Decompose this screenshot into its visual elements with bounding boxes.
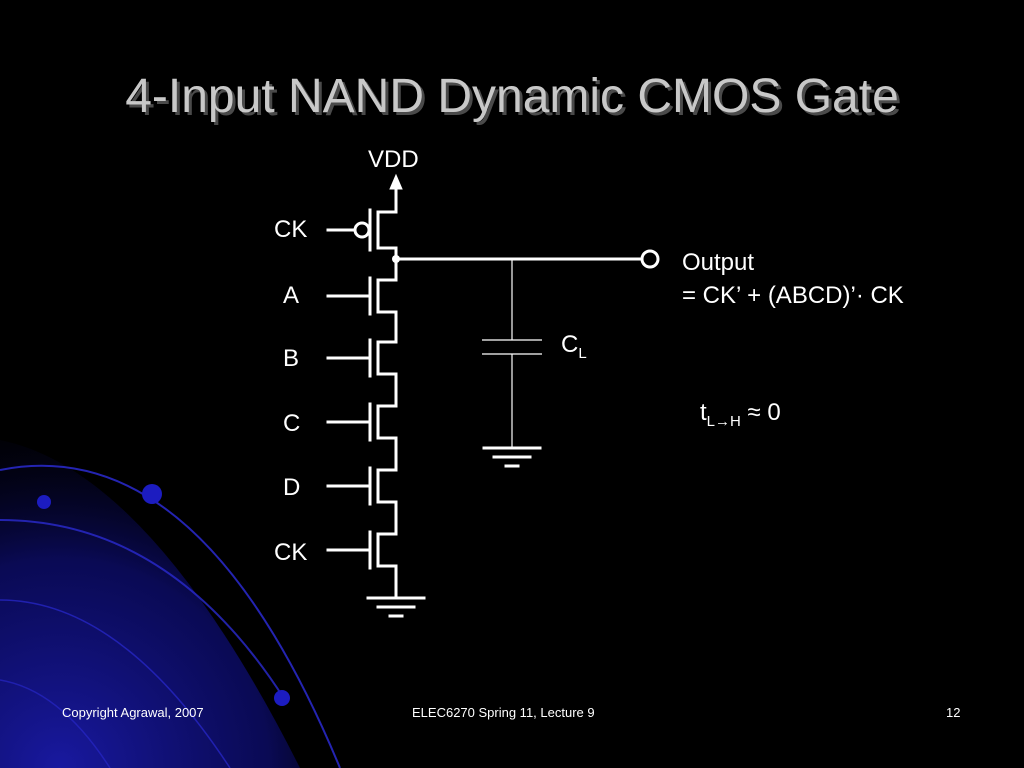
background-arc <box>0 519 286 701</box>
background-glow <box>0 440 300 768</box>
delay-main: t <box>700 399 707 426</box>
output-expression: = CK’ + (ABCD)’· CK <box>682 282 904 309</box>
background-dot <box>142 484 162 504</box>
background-dot <box>37 495 51 509</box>
capacitor-label-sub: L <box>578 345 587 362</box>
nmos-evaluate-transistor <box>326 530 398 570</box>
slide-title: 4-Input NAND Dynamic CMOS Gate <box>125 70 899 123</box>
vdd-label: VDD <box>368 146 419 173</box>
capacitor-ground-symbol <box>482 446 542 468</box>
input-label-ck-evaluate: CK <box>274 539 308 566</box>
background-arc <box>0 679 111 768</box>
nmos-transistor-b <box>326 338 398 378</box>
delay-annotation: tL→H ≈ 0 <box>700 399 781 430</box>
nmos-transistor-c <box>326 402 398 442</box>
footer-page-number: 12 <box>946 705 961 720</box>
output-node-dot <box>392 255 400 263</box>
capacitor-label-main: C <box>561 331 579 358</box>
ground-symbol <box>366 596 426 618</box>
input-label-c: C <box>283 410 301 437</box>
input-label-ck: CK <box>274 216 308 243</box>
background-dot <box>274 690 290 706</box>
output-terminal <box>640 249 660 269</box>
output-label: Output <box>682 249 755 276</box>
nmos-transistor-a <box>326 276 398 316</box>
background-arc <box>0 464 341 768</box>
input-label-a: A <box>283 282 300 309</box>
nmos-transistor-d <box>326 466 398 506</box>
footer-course: ELEC6270 Spring 11, Lecture 9 <box>412 705 595 720</box>
capacitor-label: CL <box>561 331 587 362</box>
delay-value: ≈ 0 <box>740 399 781 426</box>
footer-copyright: Copyright Agrawal, 2007 <box>62 705 204 720</box>
input-label-d: D <box>283 474 301 501</box>
background-arc <box>0 599 231 768</box>
pmos-precharge-transistor <box>326 208 398 252</box>
input-label-b: B <box>283 345 300 372</box>
delay-sub: L→H <box>706 413 741 430</box>
